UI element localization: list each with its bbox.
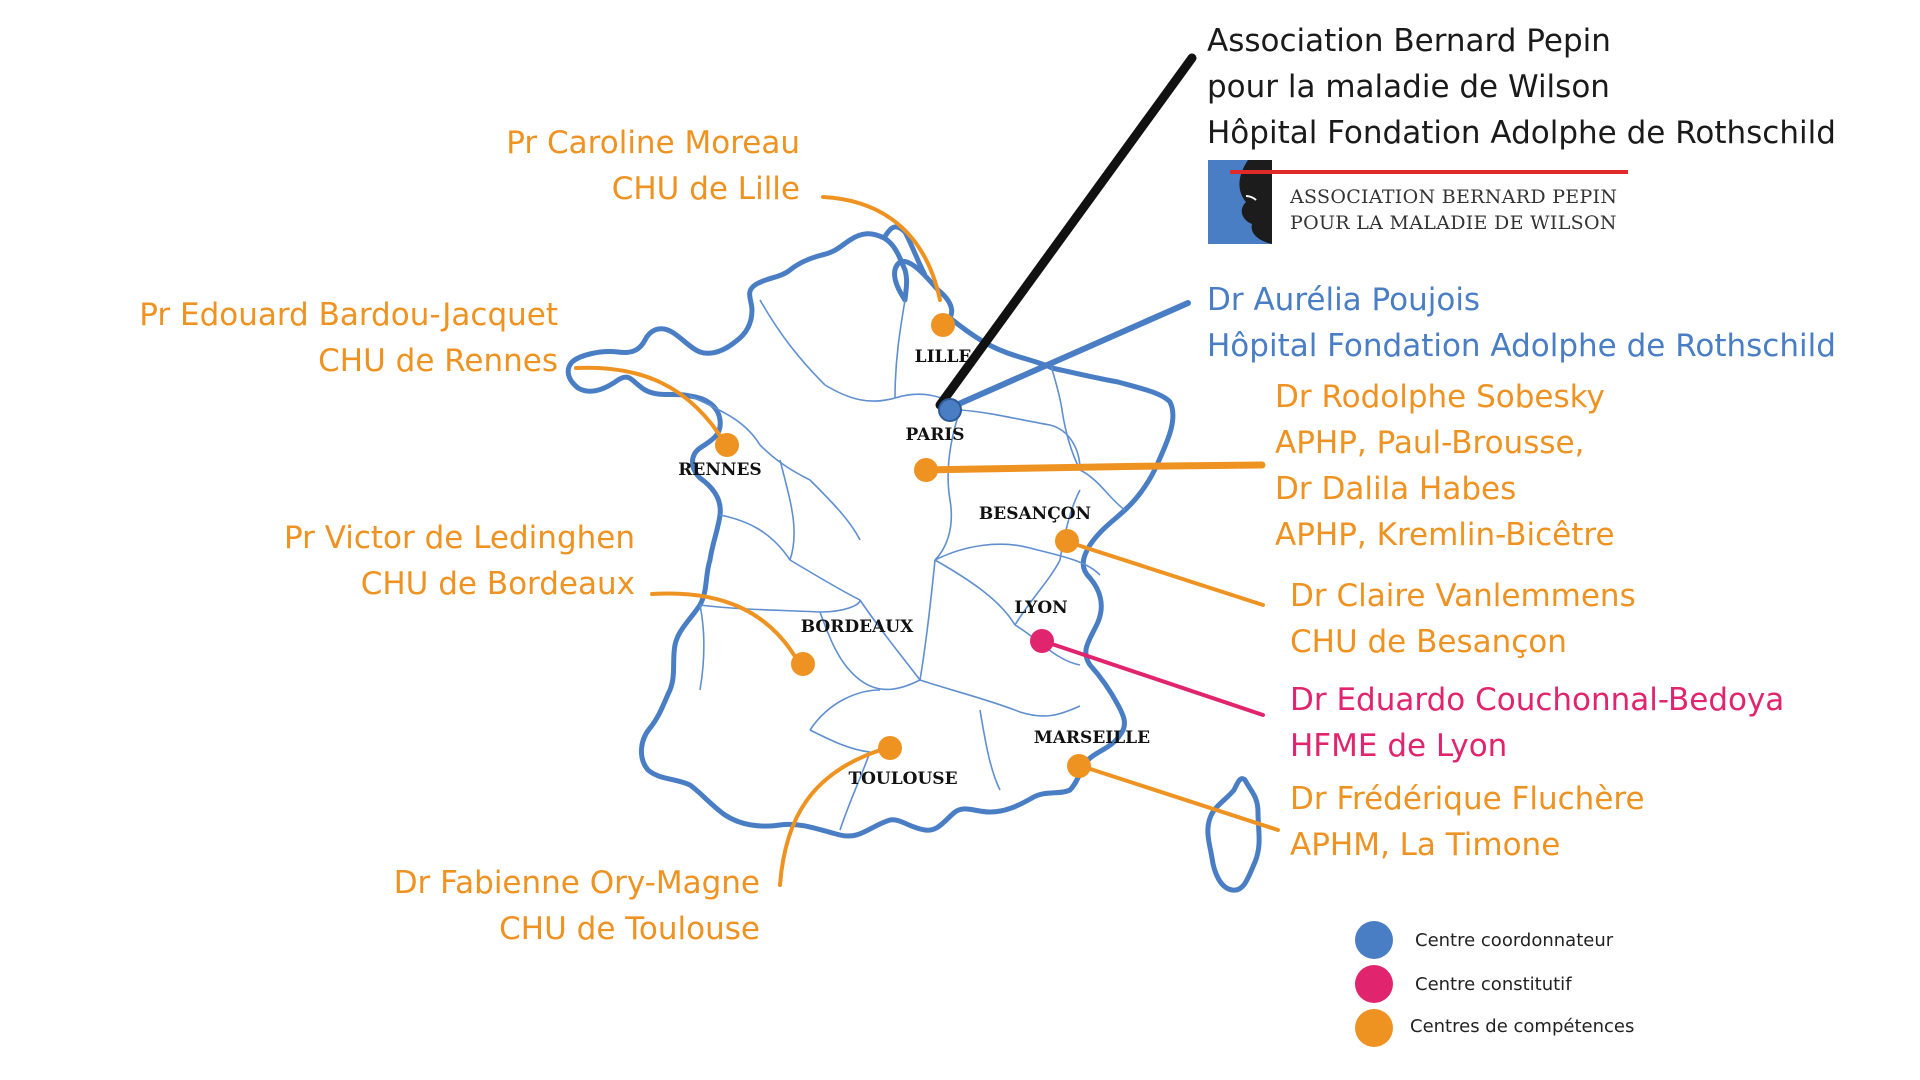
label-paris-aphp-line1: Dr Rodolphe Sobesky	[1275, 379, 1605, 415]
marker-lyon	[1030, 629, 1054, 653]
label-besancon-name: Dr Claire Vanlemmens	[1290, 578, 1636, 614]
marker-paris-coord	[938, 398, 962, 422]
legend-label-constitutive: Centre constitutif	[1415, 974, 1572, 995]
label-bordeaux-name: Pr Victor de Ledinghen	[283, 520, 635, 556]
label-lyon-site: HFME de Lyon	[1290, 728, 1508, 764]
marker-besancon	[1055, 529, 1079, 553]
label-marseille: Dr Frédérique Fluchère APHM, La Timone	[1290, 776, 1645, 868]
city-label-marseille: MARSEILLE	[1034, 728, 1150, 748]
corsica-outline	[1205, 776, 1262, 893]
marker-marseille	[1067, 754, 1091, 778]
marker-lille	[931, 313, 955, 337]
label-lille-site: CHU de Lille	[611, 171, 800, 207]
label-rennes-site: CHU de Rennes	[318, 343, 558, 379]
label-besancon: Dr Claire Vanlemmens CHU de Besançon	[1290, 573, 1636, 665]
label-bordeaux-site: CHU de Bordeaux	[360, 566, 635, 602]
label-rennes: Pr Edouard Bardou-Jacquet CHU de Rennes	[139, 292, 558, 384]
label-lyon: Dr Eduardo Couchonnal-Bedoya HFME de Lyo…	[1290, 677, 1784, 769]
connector-besancon	[1060, 538, 1265, 607]
marker-bordeaux	[791, 652, 815, 676]
city-label-rennes: RENNES	[678, 460, 761, 480]
label-paris-aphp-line3: Dr Dalila Habes	[1275, 471, 1517, 507]
connector-rennes	[574, 365, 728, 447]
label-bordeaux: Pr Victor de Ledinghen CHU de Bordeaux	[284, 515, 635, 607]
connector-lille	[821, 195, 942, 302]
label-paris-coord-name: Dr Aurélia Poujois	[1207, 282, 1481, 318]
legend-dot-constitutive	[1355, 965, 1393, 1003]
association-line1: Association Bernard Pepin	[1207, 23, 1611, 59]
city-label-toulouse: TOULOUSE	[848, 769, 957, 789]
city-labels: LILLE PARIS RENNES BESANÇON LYON BORDEAU…	[678, 347, 1150, 789]
label-paris-coord-site: Hôpital Fondation Adolphe de Rothschild	[1207, 328, 1836, 364]
label-paris-aphp: Dr Rodolphe Sobesky APHP, Paul-Brousse, …	[1275, 374, 1615, 558]
legend-label-competence: Centres de compétences	[1410, 1016, 1635, 1037]
label-marseille-name: Dr Frédérique Fluchère	[1290, 781, 1645, 817]
label-paris-aphp-line2: APHP, Paul-Brousse,	[1275, 425, 1585, 461]
city-markers	[715, 313, 1091, 778]
city-label-bordeaux: BORDEAUX	[801, 617, 914, 637]
label-toulouse-name: Dr Fabienne Ory-Magne	[393, 865, 760, 901]
connector-lines	[574, 53, 1280, 887]
region-boundaries	[689, 299, 1126, 831]
logo-mark-icon	[1208, 160, 1628, 244]
label-toulouse: Dr Fabienne Ory-Magne CHU de Toulouse	[394, 860, 760, 952]
marker-toulouse	[878, 736, 902, 760]
city-label-paris: PARIS	[905, 425, 964, 445]
label-lyon-name: Dr Eduardo Couchonnal-Bedoya	[1290, 682, 1785, 718]
association-line3: Hôpital Fondation Adolphe de Rothschild	[1207, 115, 1836, 151]
connector-toulouse	[778, 745, 892, 887]
association-label: Association Bernard Pepin pour la maladi…	[1207, 18, 1836, 156]
france-outline	[565, 231, 1176, 839]
label-lille-name: Pr Caroline Moreau	[506, 125, 800, 161]
city-label-besancon: BESANÇON	[979, 504, 1091, 524]
connector-marseille	[1076, 763, 1280, 832]
label-paris-aphp-line4: APHP, Kremlin-Bicêtre	[1275, 517, 1615, 553]
connector-paris-aphp	[916, 461, 1266, 474]
connector-association	[935, 53, 1197, 410]
label-paris-coord: Dr Aurélia Poujois Hôpital Fondation Ado…	[1207, 277, 1836, 369]
label-besancon-site: CHU de Besançon	[1290, 624, 1567, 660]
logo-text: ASSOCIATION BERNARD PEPIN POUR LA MALADI…	[1290, 184, 1617, 236]
label-marseille-site: APHM, La Timone	[1290, 827, 1561, 863]
logo-line2: POUR LA MALADIE DE WILSON	[1290, 212, 1617, 234]
label-rennes-name: Pr Edouard Bardou-Jacquet	[139, 297, 558, 333]
label-lille: Pr Caroline Moreau CHU de Lille	[506, 120, 800, 212]
association-logo: ASSOCIATION BERNARD PEPIN POUR LA MALADI…	[1208, 160, 1628, 244]
city-label-lyon: LYON	[1014, 598, 1067, 618]
legend-label-coordinator: Centre coordonnateur	[1415, 930, 1614, 951]
marker-rennes	[715, 433, 739, 457]
association-line2: pour la maladie de Wilson	[1207, 69, 1610, 105]
connector-bordeaux	[650, 591, 802, 667]
connector-lyon	[1038, 638, 1265, 717]
marker-paris-aphp	[914, 458, 938, 482]
connector-paris-coord	[942, 300, 1191, 413]
logo-line1: ASSOCIATION BERNARD PEPIN	[1290, 186, 1618, 208]
legend-dot-coordinator	[1355, 921, 1393, 959]
legend-dot-competence	[1355, 1009, 1393, 1047]
label-toulouse-site: CHU de Toulouse	[499, 911, 760, 947]
city-label-lille: LILLE	[915, 347, 972, 367]
